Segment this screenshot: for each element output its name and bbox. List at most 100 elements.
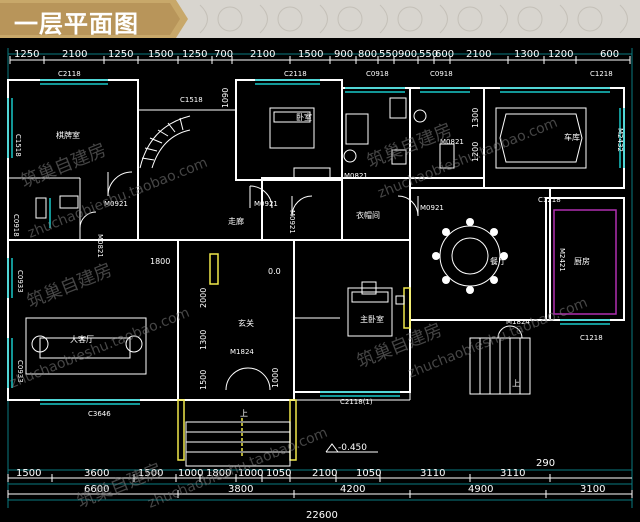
window-code: C2118(1) [340, 398, 373, 406]
bottom-dim: 3800 [228, 484, 253, 495]
window-code: C1218 [580, 334, 603, 342]
top-dim: 1300 [514, 49, 539, 60]
top-dim: 2100 [62, 49, 87, 60]
bottom-dim: 1050 [356, 468, 381, 479]
elevation-marker: -0.450 [325, 443, 378, 453]
window-code: C0918 [12, 214, 20, 237]
top-dim: 2100 [466, 49, 491, 60]
bottom-dim: 1800 [206, 468, 231, 479]
room-label-living: 大客厅 [70, 334, 94, 344]
bottom-dim: 1050 [266, 468, 291, 479]
bottom-dim: 1500 [16, 468, 41, 479]
top-dim: 600 [600, 49, 619, 60]
watermark-brand: 筑巢自建房 [18, 139, 109, 192]
bottom-dimension-labels-1: 1500 3600 1500 1000 1800 1000 1050 2100 … [16, 458, 555, 479]
door-code: M0821 [344, 172, 368, 180]
spiral-staircase [139, 115, 191, 169]
top-dim: 550 [379, 49, 398, 60]
inner-dim: 2000 [199, 288, 208, 308]
room-label-center: 卧室 [296, 112, 312, 122]
room-label-dining: 餐厅 [490, 257, 506, 266]
top-dim: 1250 [182, 49, 207, 60]
top-dimension-labels: 1250 2100 1250 1500 1250 700 2100 1500 9… [14, 49, 619, 60]
inner-dim: 1300 [199, 330, 208, 350]
inner-dim: 1500 [199, 370, 208, 390]
up-label: 上 [512, 379, 520, 388]
window-code: C1518 [14, 134, 22, 157]
top-dim: 1250 [108, 49, 133, 60]
room-label-left: 棋牌室 [56, 130, 80, 140]
door-code: M0921 [254, 200, 278, 208]
door-swings [79, 171, 523, 391]
top-dim: 700 [214, 49, 233, 60]
total-width: 22600 [306, 510, 338, 521]
inner-dim: 1200 [471, 142, 480, 162]
top-dim: 600 [435, 49, 454, 60]
inner-dimension-labels: 1800 0.0 2000 1300 1500 1000 1090 1200 1… [150, 88, 480, 390]
bottom-dim: 6600 [84, 484, 109, 495]
door-code: M2421 [558, 248, 566, 272]
inner-dim: 1300 [471, 108, 480, 128]
top-dim: 800 [358, 49, 377, 60]
top-dim: 1200 [548, 49, 573, 60]
bottom-dim: 4200 [340, 484, 365, 495]
top-dimension-line [9, 56, 631, 64]
floor-plan-drawing: 1250 2100 1250 1500 1250 700 2100 1500 9… [7, 48, 633, 521]
window-code: C1218 [538, 196, 561, 204]
top-dim: 550 [419, 49, 438, 60]
window-code: C0918 [430, 70, 453, 78]
inner-dim: 1000 [271, 368, 280, 388]
window-code: C1518 [180, 96, 203, 104]
window-code: C2118 [58, 70, 81, 78]
watermark-brand: 筑巢自建房 [24, 259, 115, 312]
elevation-label: -0.450 [338, 443, 367, 453]
door-code: M0821 [96, 234, 104, 258]
bottom-dimension-line-2 [7, 490, 633, 498]
window-code: C1218 [590, 70, 613, 78]
top-dim: 1500 [148, 49, 173, 60]
door-code: M1824 [506, 318, 530, 326]
bottom-dim: 3110 [500, 468, 525, 479]
inner-dim: 1090 [221, 88, 230, 108]
title-box [0, 0, 188, 38]
top-dim: 900 [398, 49, 417, 60]
right-note: 290 [536, 458, 555, 469]
window-code: C3646 [88, 410, 111, 418]
door-code: M0921 [288, 210, 296, 234]
windows [7, 79, 625, 405]
title-banner: 一层平面图 [0, 0, 640, 38]
bottom-dim: 1000 [238, 468, 263, 479]
room-label-hall: 走廊 [228, 216, 244, 226]
door-code: M0821 [440, 138, 464, 146]
kitchen-outline [553, 209, 617, 315]
up-label: 上 [240, 409, 248, 418]
window-code: C2118 [284, 70, 307, 78]
grid-lines [7, 48, 633, 508]
bottom-dim: 3110 [420, 468, 445, 479]
door-code: M0921 [104, 200, 128, 208]
bottom-dimension-labels-2: 6600 3800 4200 4900 3100 [84, 484, 605, 495]
bottom-dim: 1000 [178, 468, 203, 479]
bottom-dim: 3100 [580, 484, 605, 495]
yellow-markers [177, 253, 411, 461]
door-code: M2432 [616, 128, 624, 152]
window-code: C0933 [16, 360, 24, 383]
watermark-url: zhuchaobieshu.taobao.com [146, 425, 330, 512]
bottom-dim: 2100 [312, 468, 337, 479]
room-label-garage: 车库 [564, 132, 580, 142]
window-code: C0933 [16, 270, 24, 293]
inner-dim: 0.0 [268, 267, 281, 276]
inner-dim: 1800 [150, 257, 170, 266]
top-dim: 900 [334, 49, 353, 60]
room-label-kitchen: 厨房 [574, 256, 590, 266]
watermarks: 筑巢自建房 zhuchaobieshu.taobao.com 筑巢自建房 zhu… [8, 115, 590, 513]
bottom-dim: 4900 [468, 484, 493, 495]
dining-chairs [432, 218, 508, 294]
top-dim: 1500 [298, 49, 323, 60]
room-label-master: 主卧室 [360, 314, 384, 324]
bottom-dim: 3600 [84, 468, 109, 479]
page-title: 一层平面图 [14, 10, 139, 38]
room-label-storage: 衣帽间 [356, 210, 380, 220]
bottom-dim: 1500 [138, 468, 163, 479]
